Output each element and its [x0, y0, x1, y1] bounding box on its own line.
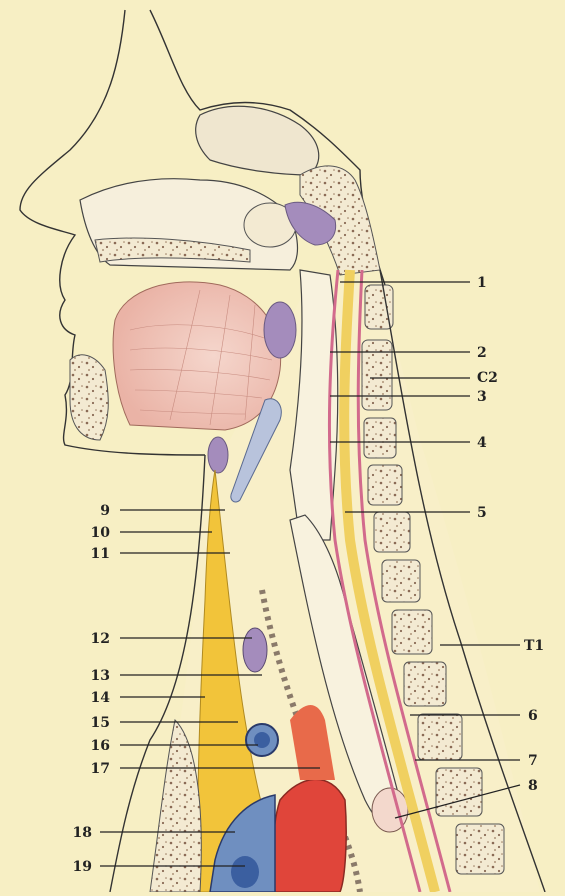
- mandible: [70, 355, 108, 440]
- label-5: 5: [477, 505, 487, 521]
- label-19: 19: [73, 859, 92, 875]
- aorta: [273, 779, 346, 892]
- label-14: 14: [91, 690, 111, 706]
- label-18: 18: [73, 825, 92, 841]
- hyoid-bone: [208, 437, 228, 473]
- label-8: 8: [528, 778, 538, 794]
- label-3: 3: [477, 389, 487, 405]
- label-11: 11: [91, 546, 110, 562]
- label-t1: T1: [524, 638, 544, 654]
- label-17: 17: [91, 761, 110, 777]
- label-7: 7: [528, 753, 538, 769]
- label-16: 16: [91, 738, 110, 754]
- label-12: 12: [91, 631, 110, 647]
- label-1: 1: [477, 275, 487, 291]
- label-9: 9: [100, 503, 110, 519]
- label-4: 4: [477, 435, 487, 451]
- label-13: 13: [91, 668, 110, 684]
- label-15: 15: [91, 715, 110, 731]
- label-10: 10: [91, 525, 111, 541]
- label-6: 6: [528, 708, 538, 724]
- vein-bottom: [231, 856, 259, 888]
- label-c2: C2: [477, 370, 498, 386]
- thyroid: [243, 628, 267, 672]
- labels-left: 9 10 11 12 13 14 15 16 17 18 19: [73, 503, 111, 875]
- label-2: 2: [477, 345, 487, 361]
- palatine-tonsil: [264, 302, 296, 358]
